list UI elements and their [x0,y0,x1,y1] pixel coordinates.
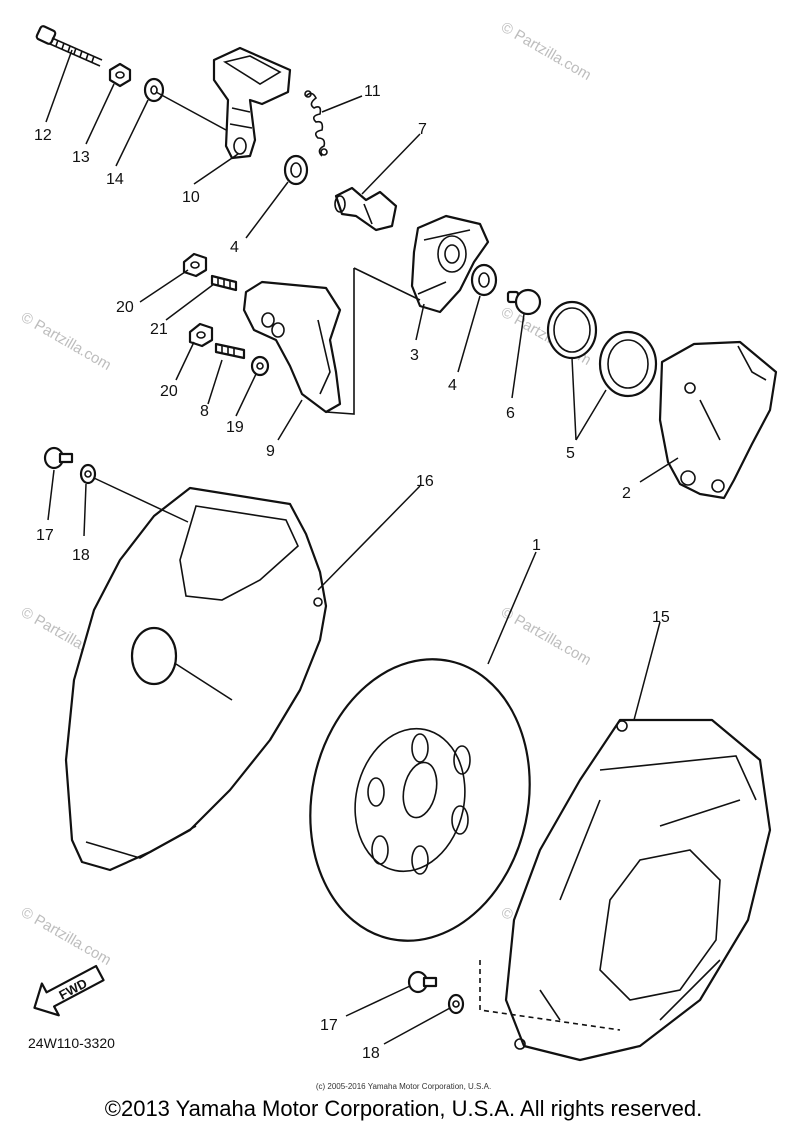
fwd-arrow: FWD [33,964,105,1017]
callout-3: 3 [410,347,419,364]
callout-15: 15 [652,609,670,626]
part-stud-21 [210,274,238,292]
callout-11: 11 [364,83,381,100]
callout-8: 8 [200,403,209,420]
part-nut-20-upper [182,252,208,278]
part-spring-11 [304,90,328,157]
part-backing-plate-15 [504,718,772,1062]
leader-lines [45,49,679,1045]
part-washer-18-upper [79,463,97,485]
watermark: © Partzilla.com [498,19,594,84]
callout-1: 1 [532,537,541,554]
small-copyright: (c) 2005-2016 Yamaha Motor Corporation, … [315,1082,492,1091]
part-disc-1 [309,658,531,942]
part-nut-20-lower [188,322,214,348]
part-brake-arm-10 [212,46,292,160]
callout-9: 9 [266,443,275,460]
part-caliper-bracket-3 [410,214,490,314]
fwd-label: FWD [56,975,89,1002]
part-bolt-17-lower [407,970,438,994]
callout-19: 19 [226,419,244,436]
callout-18-upper: 18 [72,547,90,564]
part-bolt-17-upper [43,446,74,470]
callout-13: 13 [72,149,90,166]
watermark: © Partzilla.com [18,904,114,969]
part-washer-18-lower [447,993,465,1015]
callout-2: 2 [622,485,631,502]
callout-14: 14 [106,171,124,188]
part-seal-4-upper [283,154,309,186]
alignment-guide [479,960,621,1031]
part-washer-14 [143,77,165,103]
part-stud-8 [214,342,246,360]
callout-12: 12 [34,127,52,144]
part-piston-5 [546,300,658,398]
part-plate-9 [242,280,342,414]
part-seal-4-lower [470,263,498,297]
watermark: © Partzilla.com [498,604,594,669]
part-bolt-12 [35,25,103,67]
callout-17-lower: 17 [320,1017,338,1034]
bracket-line-3-9 [325,267,421,415]
callout-5: 5 [566,445,575,462]
callout-20-upper: 20 [116,299,134,316]
diagram-code: 24W110-3320 [28,1035,115,1051]
callout-21: 21 [150,321,168,338]
part-pin-6 [506,288,542,316]
part-caliper-body-2 [658,340,778,500]
callout-17-upper: 17 [36,527,54,544]
callout-20-lower: 20 [160,383,178,400]
callout-4-upper: 4 [230,239,239,256]
part-camshaft-7 [334,186,398,232]
callout-10: 10 [182,189,200,206]
watermark: © Partzilla.com [18,309,114,374]
callout-18-lower: 18 [362,1045,380,1062]
callout-4-lower: 4 [448,377,457,394]
copyright-footer: ©2013 Yamaha Motor Corporation, U.S.A. A… [104,1096,703,1121]
callout-numbers: 12 13 14 10 11 7 4 3 4 6 5 2 20 21 20 8 … [34,83,670,1062]
callout-7: 7 [418,121,427,138]
callout-16: 16 [416,473,434,490]
callout-6: 6 [506,405,515,422]
part-washer-19 [250,355,270,377]
part-cover-16 [64,486,328,872]
part-nut-13 [108,62,132,88]
